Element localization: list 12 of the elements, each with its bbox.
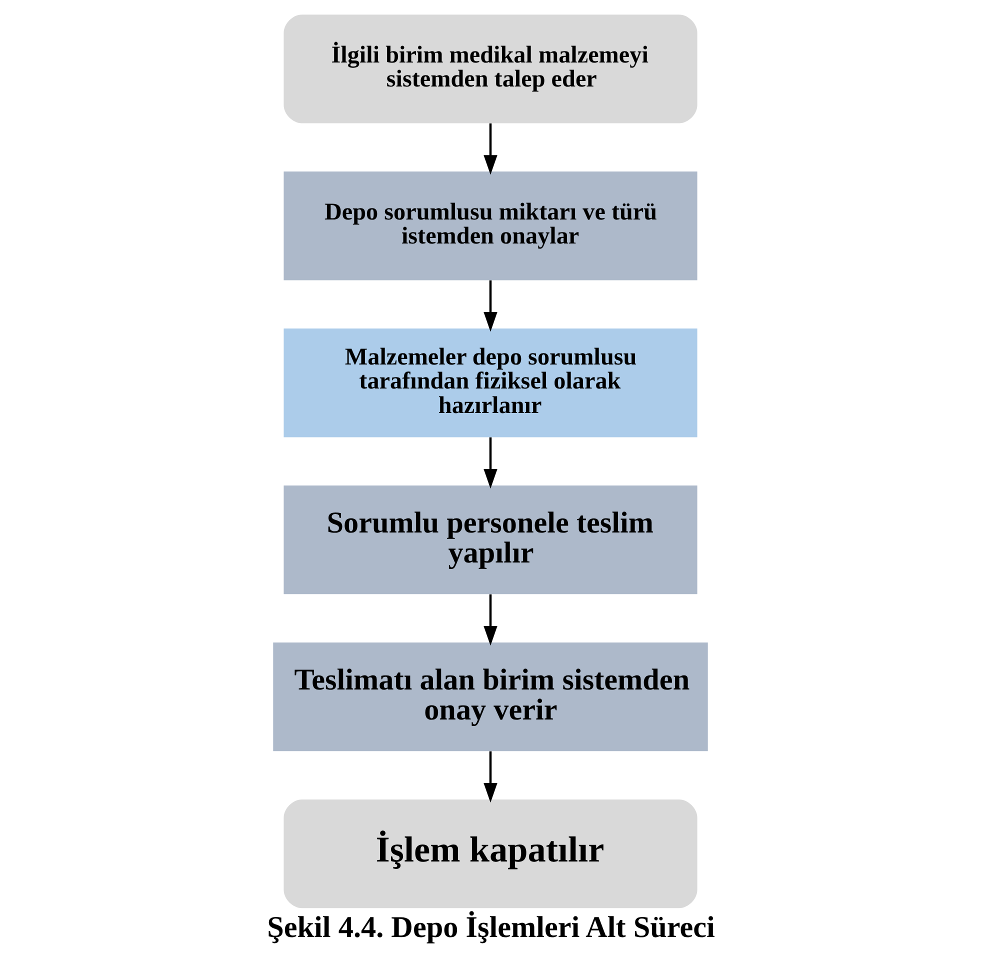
caption: Şekil 4.4. Depo İşlemleri Alt Süreci xyxy=(267,910,715,944)
arrow xyxy=(484,594,498,646)
arrow xyxy=(484,751,498,803)
node-box: İşlem kapatılır xyxy=(284,799,698,908)
node-box: Sorumlu personele teslim yapılır xyxy=(284,486,698,594)
node-box: Malzemeler depo sorumlusu tarafından fiziksel olarak hazırlanır xyxy=(284,328,698,438)
node-box: İlgili birim medikal malzemeyi sistemden talep eder xyxy=(284,14,698,124)
arrow xyxy=(484,437,498,489)
arrow xyxy=(484,123,498,175)
node-box: Teslimatı alan birim sistemden onay verir xyxy=(273,642,708,752)
node-box: Depo sorumlusu miktarı ve türü istemden onaylar xyxy=(284,172,698,280)
arrow xyxy=(484,280,498,332)
